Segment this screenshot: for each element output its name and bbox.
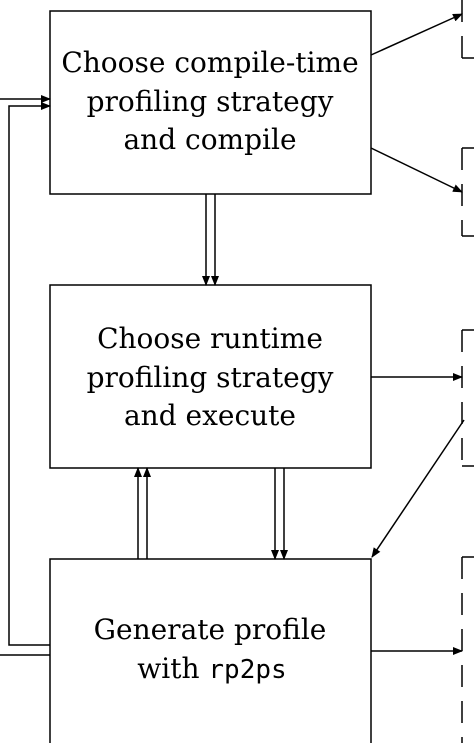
feedback-loop-arrow	[8, 102, 51, 646]
right-dashed-box-1	[461, 0, 474, 59]
runtime-box-line-1: Choose runtime	[97, 322, 323, 355]
generate-box-line-2-prefix: with	[137, 652, 208, 685]
right-dashed-box-4	[461, 556, 474, 743]
compile-to-right-top-arrow	[370, 13, 463, 56]
compile-box-line-1: Choose compile-time	[61, 46, 358, 79]
compile-box-line-2: profiling strategy	[87, 85, 334, 118]
right-dashed-box-2	[461, 147, 474, 237]
right-dashed-box-3	[461, 329, 474, 467]
runtime-box-line-3: and execute	[124, 399, 296, 432]
generate-box-code: rp2ps	[208, 655, 286, 685]
right-to-generate-arrow	[371, 419, 465, 558]
compile-box-line-3: and compile	[123, 123, 296, 156]
generate-box-line-2: with rp2ps	[137, 652, 286, 685]
generate-box-line-1: Generate profile	[94, 613, 327, 646]
runtime-box-line-2: profiling strategy	[87, 361, 334, 394]
compile-to-right-bottom-arrow	[370, 147, 463, 193]
generate-box	[49, 558, 372, 743]
